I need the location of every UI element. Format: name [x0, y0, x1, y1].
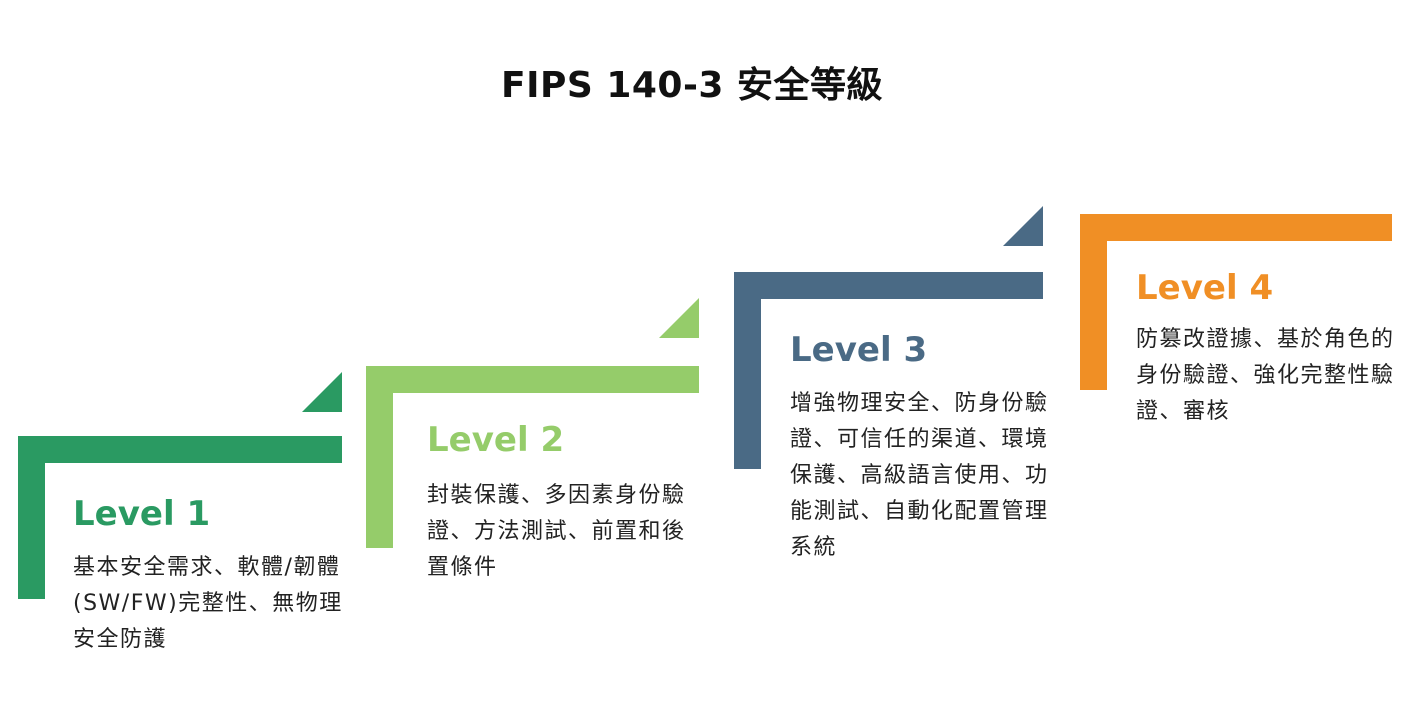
- level-2-bar-vertical: [366, 366, 393, 548]
- level-4-bar-horizontal: [1080, 214, 1392, 241]
- level-3-bar-vertical: [734, 272, 761, 469]
- level-3-description: 增強物理安全、防身份驗證、可信任的渠道、環境保護、高級語言使用、功能測試、自動化…: [790, 391, 1049, 560]
- level-4-bar-vertical: [1080, 214, 1107, 390]
- page-title: FIPS 140-3 安全等級: [500, 65, 883, 106]
- level-3-bar-horizontal: [734, 272, 1043, 299]
- level-2-bar-horizontal: [366, 366, 699, 393]
- level-2-title: Level 2: [427, 420, 565, 460]
- level-1-bar-horizontal: [18, 436, 342, 463]
- level-4-description: 防篡改證據、基於角色的身份驗證、強化完整性驗證、審核: [1136, 327, 1395, 424]
- level-1-title: Level 1: [73, 494, 211, 534]
- level-1-bar-vertical: [18, 436, 45, 599]
- level-2-description: 封裝保護、多因素身份驗證、方法測試、前置和後置條件: [427, 483, 686, 580]
- level-1-corner-triangle: [302, 372, 342, 412]
- level-1-description: 基本安全需求、軟體/韌體(SW/FW)完整性、無物理安全防護: [73, 555, 343, 652]
- level-4-title: Level 4: [1136, 268, 1274, 308]
- level-2-corner-triangle: [659, 298, 699, 338]
- level-3-corner-triangle: [1003, 206, 1043, 246]
- level-3-title: Level 3: [790, 330, 928, 370]
